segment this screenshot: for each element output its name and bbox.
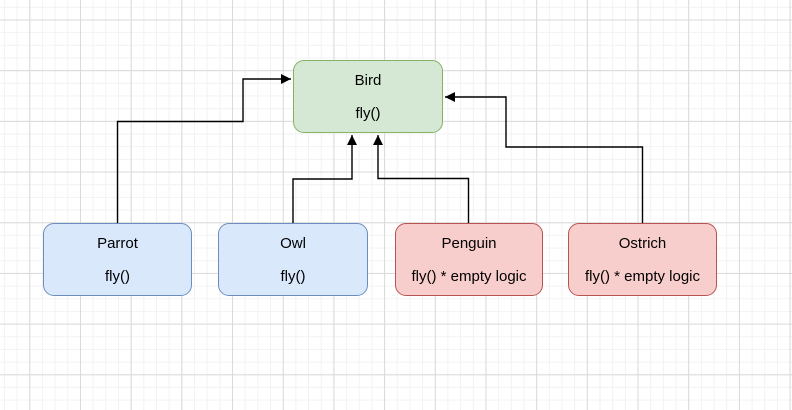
node-ostrich-method: fly() * empty logic bbox=[584, 268, 701, 285]
node-bird-method: fly() bbox=[355, 105, 381, 122]
node-bird-title: Bird bbox=[354, 72, 382, 89]
edge-ostrich-to-bird[interactable] bbox=[445, 92, 644, 223]
edge-owl-to-bird[interactable] bbox=[292, 135, 357, 223]
node-ostrich-title: Ostrich bbox=[618, 235, 667, 252]
node-penguin[interactable]: Penguin fly() * empty logic bbox=[395, 223, 543, 296]
node-parrot-title: Parrot bbox=[97, 235, 138, 252]
node-ostrich[interactable]: Ostrich fly() * empty logic bbox=[568, 223, 717, 296]
node-penguin-title: Penguin bbox=[441, 235, 497, 252]
node-penguin-method: fly() * empty logic bbox=[411, 268, 527, 285]
edge-parrot-to-bird[interactable] bbox=[116, 74, 292, 223]
node-bird[interactable]: Bird fly() bbox=[293, 60, 443, 133]
node-parrot-method: fly() bbox=[105, 268, 130, 285]
node-parrot[interactable]: Parrot fly() bbox=[43, 223, 192, 296]
edge-penguin-to-bird[interactable] bbox=[373, 135, 470, 223]
node-owl-method: fly() bbox=[280, 268, 306, 285]
node-owl[interactable]: Owl fly() bbox=[218, 223, 368, 296]
node-owl-title: Owl bbox=[280, 235, 306, 252]
